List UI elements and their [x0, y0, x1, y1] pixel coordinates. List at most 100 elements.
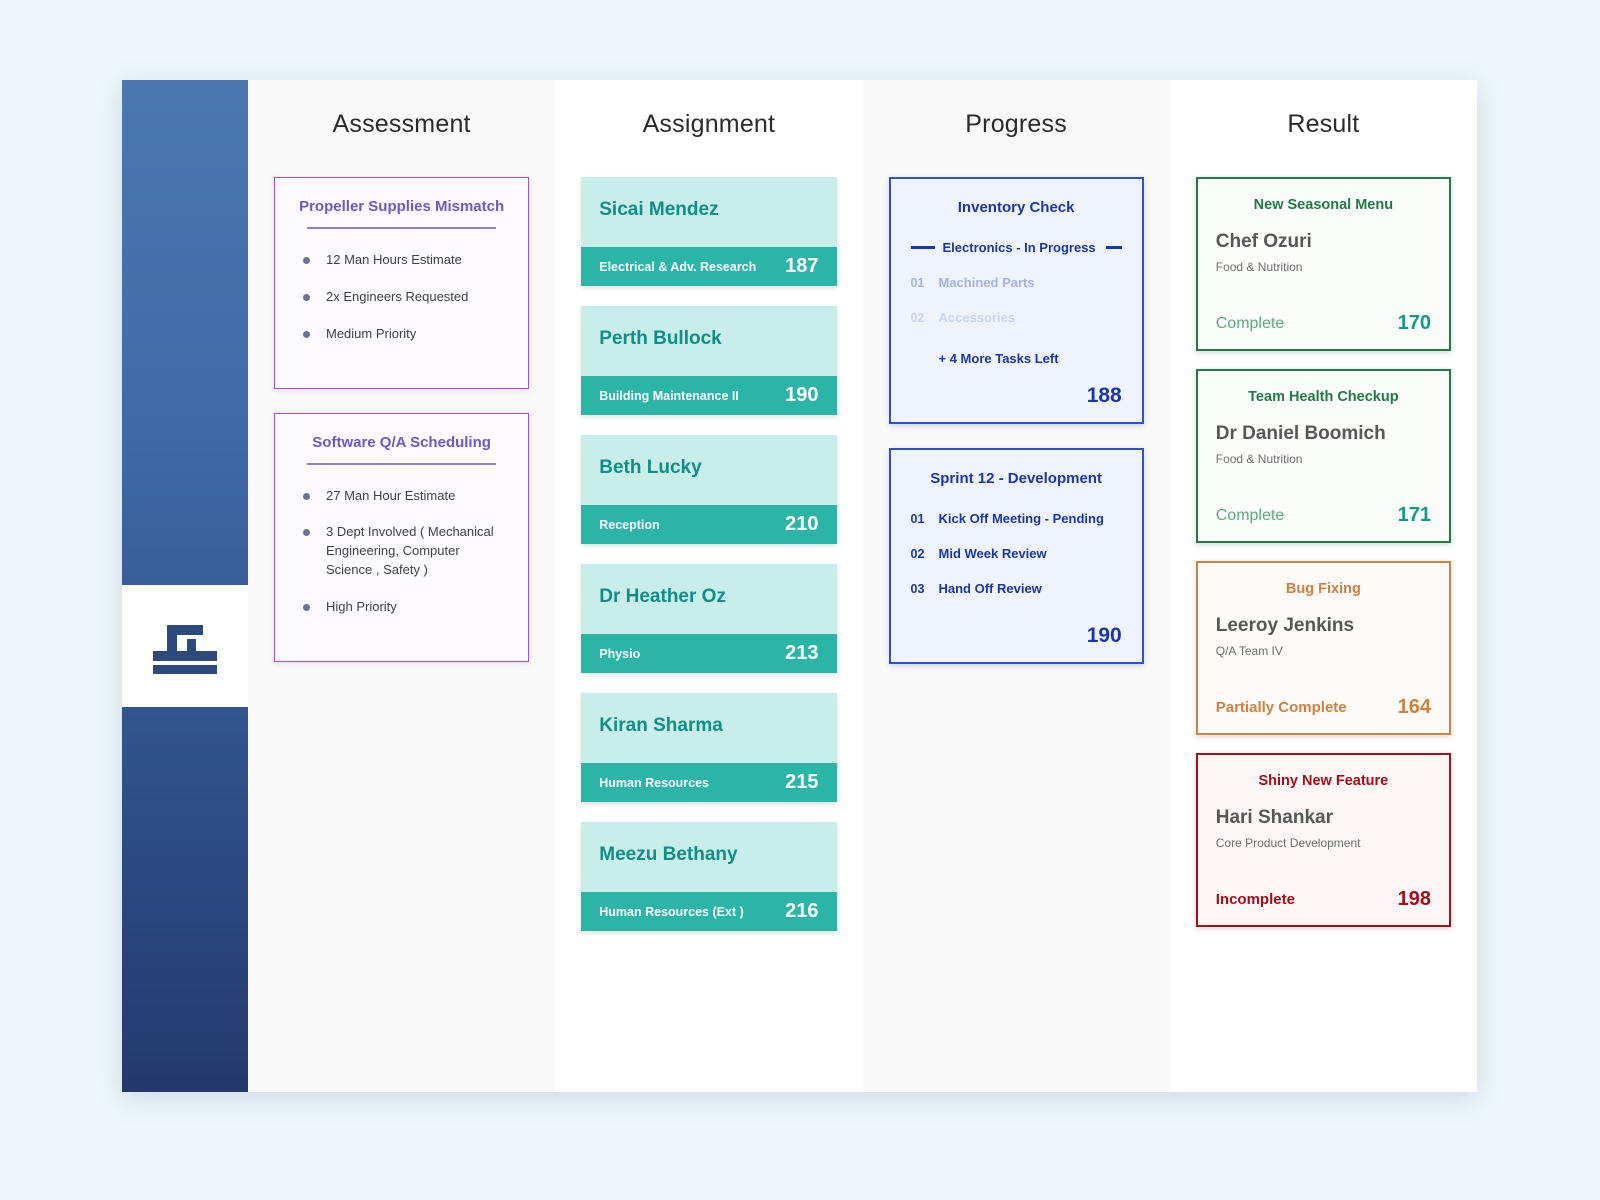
column-title-progress: Progress — [965, 110, 1067, 138]
progress-task-label: Machined Parts — [938, 275, 1035, 290]
progress-task-row: 01 Machined Parts — [911, 275, 1122, 290]
progress-card[interactable]: Sprint 12 - Development 01 Kick Off Meet… — [888, 448, 1144, 664]
app-window: Assessment Propeller Supplies Mismatch 1… — [122, 80, 1477, 1092]
bullet-icon — [303, 603, 310, 611]
progress-task-label: Accessories — [938, 310, 1016, 325]
result-card-footer: Complete 170 — [1216, 312, 1431, 335]
progress-task-index: 01 — [910, 511, 925, 526]
column-title-assessment: Assessment — [332, 110, 471, 138]
assessment-bullet-item: Medium Priority — [297, 325, 506, 344]
progress-task-row: 02 Mid Week Review — [911, 546, 1122, 561]
stamp-logo-icon — [153, 625, 217, 674]
assignment-dept: Building Maintenance II — [599, 388, 739, 403]
assignment-card[interactable]: Kiran Sharma Human Resources 215 — [581, 693, 837, 802]
status-badge: Incomplete — [1215, 891, 1295, 908]
assessment-item-text: 2x Engineers Requested — [326, 288, 469, 304]
result-dept: Food & Nutrition — [1215, 452, 1303, 466]
progress-card[interactable]: Inventory Check Electronics - In Progres… — [888, 177, 1144, 424]
assignment-number: 216 — [785, 900, 819, 922]
assignment-dept: Electrical & Adv. Research — [599, 259, 757, 274]
result-card[interactable]: Bug Fixing Leeroy Jenkins Q/A Team IV Pa… — [1195, 561, 1451, 735]
bullet-icon — [303, 330, 310, 338]
assessment-card[interactable]: Propeller Supplies Mismatch 12 Man Hours… — [274, 177, 530, 389]
result-card-footer: Partially Complete 164 — [1216, 696, 1431, 719]
result-card-title: Shiny New Feature — [1258, 773, 1389, 789]
assignment-card-header: Perth Bullock — [581, 306, 837, 376]
sidebar-logo-slot[interactable] — [122, 585, 248, 707]
assignment-person-name: Kiran Sharma — [599, 715, 723, 736]
assessment-bullet-item: 27 Man Hour Estimate — [297, 487, 506, 506]
progress-task-label: Kick Off Meeting - Pending — [938, 511, 1104, 526]
assignment-number: 213 — [785, 642, 819, 664]
assignment-card[interactable]: Dr Heather Oz Physio 213 — [581, 564, 837, 673]
assignment-number: 210 — [785, 513, 819, 535]
result-card[interactable]: Shiny New Feature Hari Shankar Core Prod… — [1195, 753, 1451, 927]
result-person-name: Leeroy Jenkins — [1215, 615, 1355, 636]
assessment-item-text: 12 Man Hours Estimate — [326, 252, 462, 267]
bullet-icon — [303, 293, 310, 301]
result-card-title: Bug Fixing — [1285, 581, 1361, 597]
result-person-name: Dr Daniel Boomich — [1215, 423, 1386, 444]
result-number: 171 — [1397, 504, 1431, 526]
result-number: 170 — [1397, 312, 1431, 334]
progress-card-title: Inventory Check — [957, 199, 1075, 216]
assessment-item-text: 27 Man Hour Estimate — [326, 487, 456, 503]
assignment-number: 215 — [785, 771, 819, 793]
progress-task-row: Electronics - In Progress — [910, 240, 1122, 255]
assessment-item-text: 3 Dept Involved ( Mechanical Engineering… — [326, 524, 494, 578]
result-person-name: Chef Ozuri — [1215, 231, 1312, 252]
dash-icon — [1105, 246, 1122, 249]
progress-task-label: Electronics - In Progress — [942, 240, 1096, 255]
assignment-number: 187 — [785, 255, 819, 277]
assessment-bullet-item: 2x Engineers Requested — [297, 288, 506, 307]
result-card-footer: Complete 171 — [1216, 504, 1431, 527]
assignment-card[interactable]: Perth Bullock Building Maintenance II 19… — [581, 306, 837, 415]
status-badge: Partially Complete — [1215, 699, 1347, 716]
result-dept: Food & Nutrition — [1215, 260, 1303, 274]
result-card-footer: Incomplete 198 — [1216, 888, 1431, 911]
assignment-card-footer: Reception 210 — [581, 505, 837, 544]
progress-task-index: 02 — [910, 546, 925, 561]
assessment-item-text: High Priority — [326, 598, 397, 614]
assignment-person-name: Sicai Mendez — [599, 199, 719, 220]
status-badge: Complete — [1215, 506, 1285, 524]
progress-task-index: 01 — [910, 275, 925, 290]
dash-icon — [910, 246, 935, 249]
assignment-card[interactable]: Meezu Bethany Human Resources (Ext ) 216 — [581, 822, 837, 931]
assignment-dept: Reception — [599, 517, 660, 532]
assignment-person-name: Meezu Bethany — [599, 844, 738, 865]
column-progress: Progress Inventory Check Electronics - I… — [862, 80, 1170, 1092]
progress-task-row: 03 Hand Off Review — [911, 581, 1122, 596]
progress-task-index: 02 — [910, 310, 925, 325]
assignment-card-header: Dr Heather Oz — [581, 564, 837, 634]
assignment-card[interactable]: Beth Lucky Reception 210 — [581, 435, 837, 544]
assessment-card[interactable]: Software Q/A Scheduling 27 Man Hour Esti… — [274, 412, 530, 662]
assignment-dept: Physio — [599, 646, 641, 661]
progress-task-label: Hand Off Review — [938, 581, 1042, 596]
assignment-card-footer: Physio 213 — [581, 634, 837, 673]
column-assessment: Assessment Propeller Supplies Mismatch 1… — [248, 80, 556, 1092]
result-card[interactable]: Team Health Checkup Dr Daniel Boomich Fo… — [1195, 369, 1451, 543]
kanban-board: Assessment Propeller Supplies Mismatch 1… — [248, 80, 1477, 1092]
assignment-card-header: Sicai Mendez — [581, 177, 837, 247]
result-card[interactable]: New Seasonal Menu Chef Ozuri Food & Nutr… — [1195, 177, 1451, 351]
divider — [307, 227, 497, 229]
assignment-person-name: Dr Heather Oz — [599, 586, 726, 607]
assignment-dept: Human Resources (Ext ) — [599, 904, 744, 919]
progress-task-row: 01 Kick Off Meeting - Pending — [911, 511, 1122, 526]
assignment-card-header: Kiran Sharma — [581, 693, 837, 763]
column-title-result: Result — [1287, 110, 1360, 138]
assessment-card-title: Propeller Supplies Mismatch — [299, 198, 505, 215]
result-dept: Core Product Development — [1215, 836, 1361, 850]
assessment-bullet-item: High Priority — [297, 598, 506, 617]
progress-task-label: Mid Week Review — [938, 546, 1047, 561]
progress-more-tasks[interactable]: + 4 More Tasks Left — [938, 351, 1059, 366]
assignment-card-footer: Human Resources 215 — [581, 763, 837, 802]
assignment-card-footer: Human Resources (Ext ) 216 — [581, 892, 837, 931]
progress-task-row: 02 Accessories — [911, 310, 1122, 325]
progress-number: 190 — [1086, 624, 1122, 647]
assignment-card[interactable]: Sicai Mendez Electrical & Adv. Research … — [581, 177, 837, 286]
assessment-bullet-item: 3 Dept Involved ( Mechanical Engineering… — [297, 523, 506, 580]
column-title-assignment: Assignment — [642, 110, 776, 138]
assessment-bullet-item: 12 Man Hours Estimate — [297, 251, 506, 270]
